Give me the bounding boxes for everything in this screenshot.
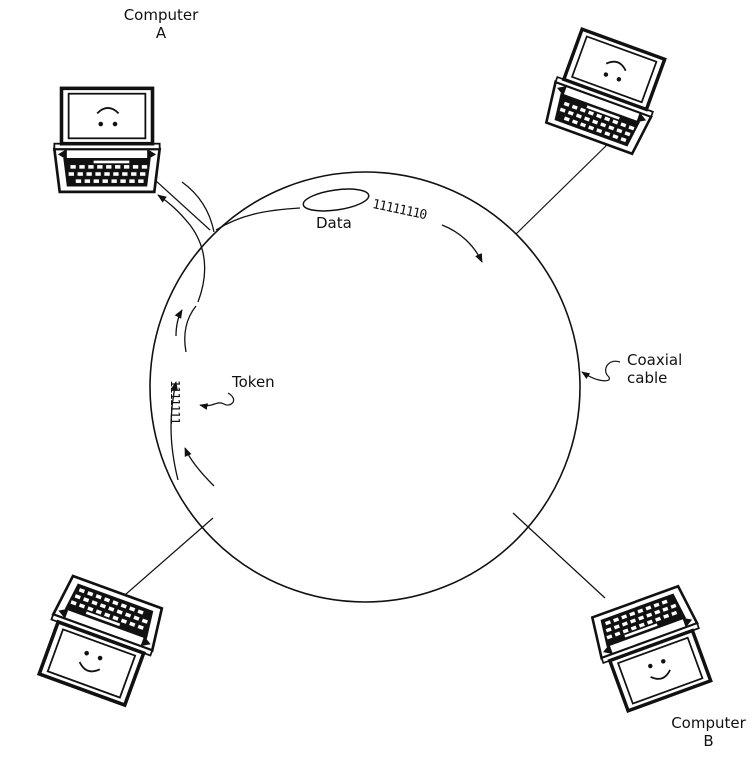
coaxial-ring (149, 171, 581, 603)
computer-b-label-line1: Computer (671, 714, 746, 732)
token-direction-arrow (184, 447, 215, 487)
coax-pointer (581, 360, 621, 382)
data-path-arrow (170, 381, 179, 481)
computer-top-right-laptop-icon (539, 25, 673, 158)
data-packet-outline (302, 188, 370, 212)
token-label: Token (232, 373, 275, 391)
token-pointer (199, 392, 235, 410)
token-bits: 1111111 (168, 380, 182, 424)
computer-a-label-line1: Computer (123, 6, 199, 24)
coaxial-cable-label: Coaxial cable (627, 351, 682, 387)
link-computer-top-right (515, 139, 613, 235)
coaxial-cable-label-line1: Coaxial (627, 351, 683, 369)
data-direction-arrow (441, 224, 483, 263)
computer-b-laptop-icon (585, 582, 719, 715)
computer-b-label: Computer B (666, 714, 751, 750)
computer-bottom-left-laptop-icon (30, 572, 169, 710)
coaxial-cable-label-line2: cable (627, 369, 668, 387)
link-computer-b (512, 512, 606, 599)
link-computer-bottom-left (109, 517, 214, 609)
computer-a-label: Computer A (116, 6, 206, 42)
computer-a-label-line2: A (155, 24, 167, 42)
data-label: Data (316, 214, 352, 232)
computer-b-label-line2: B (703, 732, 714, 750)
computer-a-laptop-icon (52, 86, 162, 194)
